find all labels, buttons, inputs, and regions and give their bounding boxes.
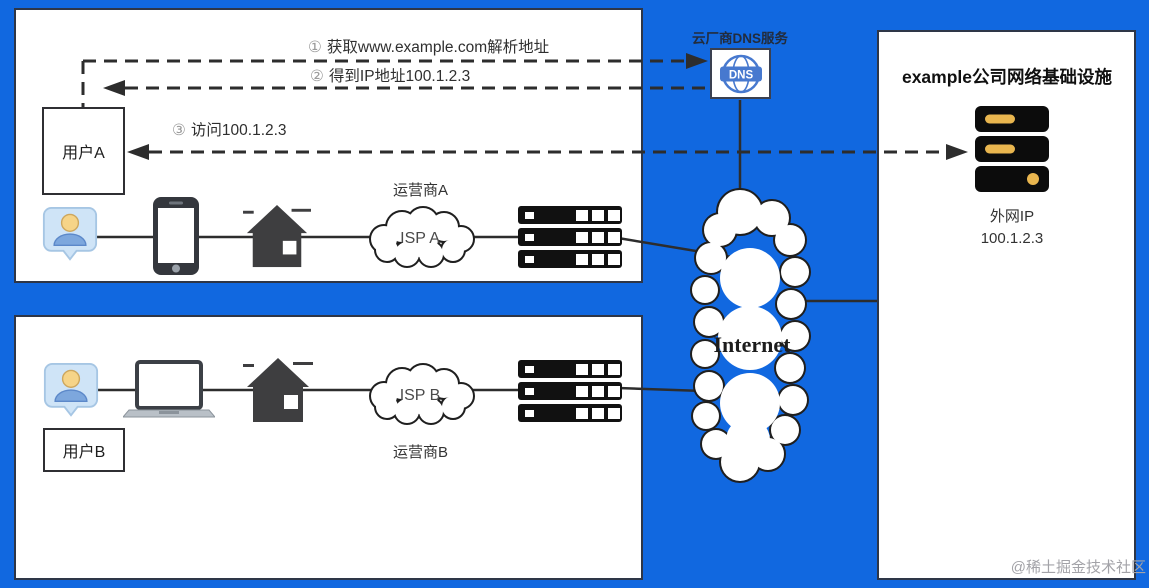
step2-number: ② [310,68,324,85]
dns-icon-text: DNS [728,69,753,81]
step2-text: 得到IP地址100.1.2.3 [328,68,471,85]
internet-label: Internet [714,332,792,357]
user-a-box: 用户A [42,107,125,195]
step1-text: 获取www.example.com解析地址 [326,39,550,56]
internet-cloud [690,188,811,483]
dns-globe-icon: DNS [719,54,762,93]
house-a-icon [243,203,311,274]
house-b-icon [243,356,313,429]
public-ip-block: 外网IP 100.1.2.3 [950,206,1074,250]
watermark: @稀土掘金技术社区 [1010,559,1146,576]
step1-arrowhead [686,53,708,69]
user-b-box: 用户B [43,428,125,472]
carrier-a-label: 运营商A [392,182,448,199]
step1-number: ① [308,39,322,56]
person-icon [42,207,98,261]
user-a-label: 用户A [62,145,105,162]
step3-number: ③ [172,122,186,139]
user-a-avatar [42,206,98,269]
isp-a-servers-icon [518,206,622,273]
step3-text: 访问100.1.2.3 [190,122,287,139]
carrier-b-label: 运营商B [392,444,448,461]
user-b-label: 用户B [62,444,106,461]
infra-title: example公司网络基础设施 [901,67,1113,87]
public-ip-label: 外网IP [989,208,1035,225]
dns-service-label: 云厂商DNS服务 [691,31,788,46]
company-server-icon [975,106,1049,199]
user-b-avatar [43,362,99,425]
person-icon [43,363,99,417]
isp-b-servers-icon [518,360,622,427]
dns-box: DNS [710,48,771,99]
public-ip-value: 100.1.2.3 [980,229,1044,247]
smartphone-icon [152,196,200,281]
laptop-icon [121,360,217,425]
